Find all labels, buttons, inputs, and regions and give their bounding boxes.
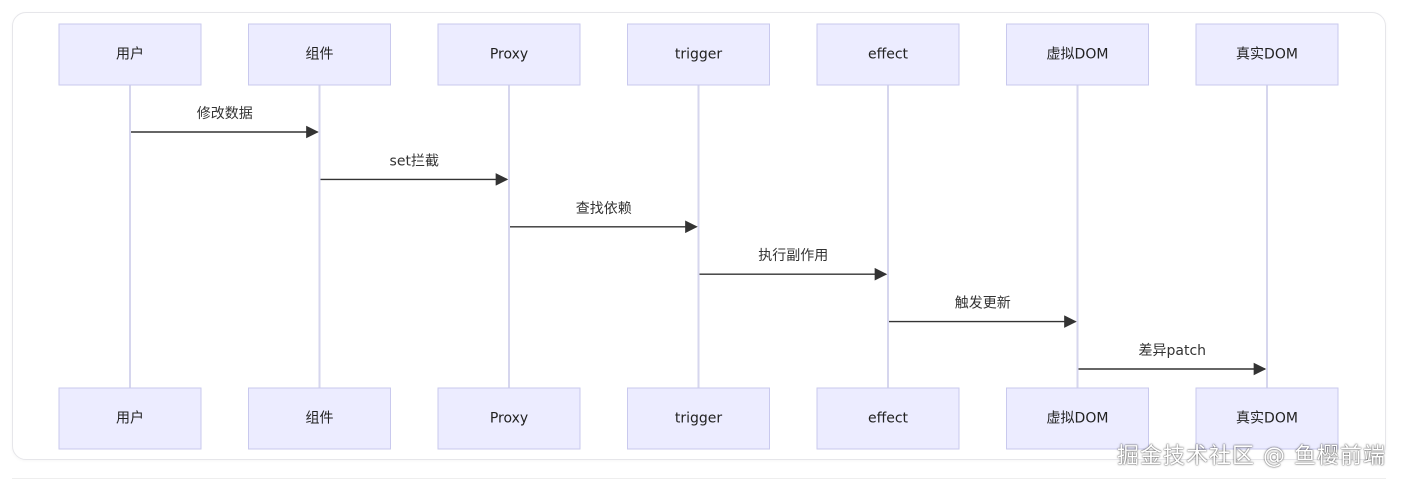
actor-box <box>437 387 581 450</box>
actor-bottom-user: 用户 <box>58 387 202 450</box>
actor-label: effect <box>868 411 909 427</box>
message-6: 差异patch <box>1078 343 1267 376</box>
actor-top-component: 组件 <box>248 23 391 86</box>
actors-bottom: 用户 组件 Proxy trigger effect 虚拟DOM 真实DOM <box>58 387 1339 450</box>
bottom-divider <box>12 478 1386 479</box>
actor-label: 真实DOM <box>1236 47 1298 63</box>
actor-box <box>1006 23 1149 86</box>
actor-bottom-effect: effect <box>816 387 960 450</box>
actor-bottom-component: 组件 <box>248 387 391 450</box>
actor-label: Proxy <box>490 47 528 63</box>
actor-label: Proxy <box>490 411 528 427</box>
actor-box <box>1006 387 1149 450</box>
actor-label: 虚拟DOM <box>1047 411 1109 427</box>
actor-top-user: 用户 <box>58 23 202 86</box>
actor-label: 组件 <box>306 411 334 427</box>
actor-label: trigger <box>675 47 723 63</box>
actor-label: 真实DOM <box>1236 411 1298 427</box>
actor-box <box>248 23 391 86</box>
message-1: 修改数据 <box>131 106 319 139</box>
message-label: 触发更新 <box>955 296 1011 312</box>
actor-bottom-dom: 真实DOM <box>1195 387 1339 450</box>
message-label: set拦截 <box>390 153 439 169</box>
actor-top-dom: 真实DOM <box>1195 23 1339 86</box>
actor-label: 用户 <box>116 410 144 427</box>
actor-box <box>248 387 391 450</box>
actor-bottom-trigger: trigger <box>627 387 770 450</box>
actor-top-trigger: trigger <box>627 23 770 86</box>
actor-top-vdom: 虚拟DOM <box>1006 23 1149 86</box>
actor-top-effect: effect <box>816 23 960 86</box>
actor-box <box>816 387 960 450</box>
actor-label: 组件 <box>306 47 334 63</box>
message-4: 执行副作用 <box>699 248 888 281</box>
actor-box <box>627 387 770 450</box>
actor-box <box>1195 23 1339 86</box>
actor-label: effect <box>868 47 909 63</box>
actor-box <box>1195 387 1339 450</box>
lifelines <box>129 85 1268 388</box>
watermark: 掘金技术社区 @ 鱼樱前端 <box>1117 444 1386 469</box>
actor-label: trigger <box>675 411 723 427</box>
actors-top: 用户 组件 Proxy trigger effect 虚拟DOM 真实DOM <box>58 23 1339 86</box>
actor-box <box>627 23 770 86</box>
actor-bottom-proxy: Proxy <box>437 387 581 450</box>
message-label: 查找依赖 <box>576 201 632 217</box>
message-label: 执行副作用 <box>758 248 828 264</box>
actor-top-proxy: Proxy <box>437 23 581 86</box>
actor-label: 用户 <box>116 46 144 63</box>
message-2: set拦截 <box>320 153 509 186</box>
actor-box <box>58 23 202 86</box>
actor-box <box>437 23 581 86</box>
message-label: 差异patch <box>1138 343 1206 359</box>
message-5: 触发更新 <box>889 296 1077 328</box>
message-label: 修改数据 <box>197 106 253 122</box>
actor-box <box>816 23 960 86</box>
actor-bottom-vdom: 虚拟DOM <box>1006 387 1149 450</box>
message-3: 查找依赖 <box>510 201 698 234</box>
actor-box <box>58 387 202 450</box>
actor-label: 虚拟DOM <box>1047 47 1109 63</box>
